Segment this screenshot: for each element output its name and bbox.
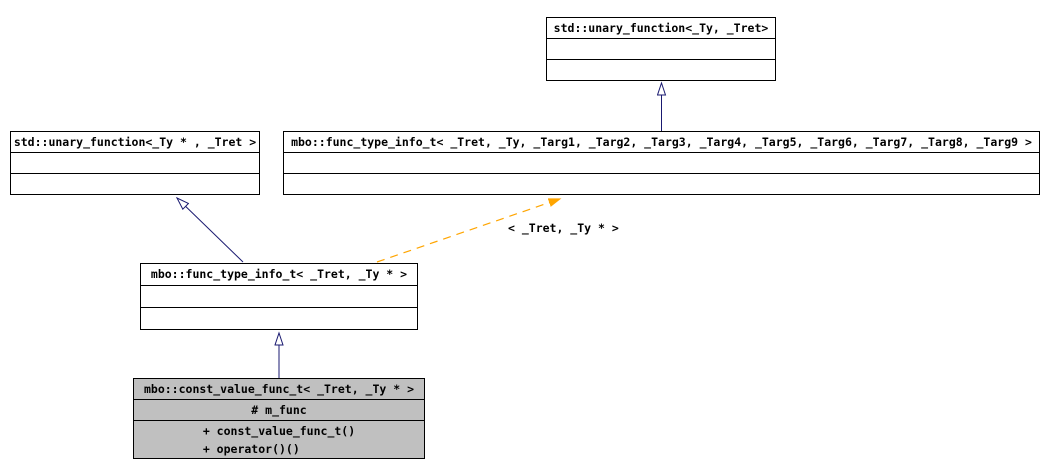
class-node-func-type-info-general[interactable]: mbo::func_type_info_t< _Tret, _Ty, _Targ… <box>283 131 1040 195</box>
attributes-compartment-empty <box>141 285 417 307</box>
methods-compartment-empty <box>284 173 1039 194</box>
class-title: mbo::const_value_func_t< _Tret, _Ty * > <box>143 382 415 396</box>
attributes-compartment-empty <box>11 152 259 173</box>
attributes-compartment-empty <box>547 38 775 59</box>
attribute-m-func: # m_func <box>134 399 424 420</box>
methods-compartment-empty <box>141 307 417 329</box>
class-node-std-unary-function-general[interactable]: std::unary_function<_Ty, _Tret> <box>546 17 776 81</box>
class-title: std::unary_function<_Ty, _Tret> <box>553 21 769 35</box>
method-operator-call: + operator()() <box>202 442 300 456</box>
methods-compartment: + const_value_func_t() + operator()() <box>134 420 424 459</box>
attributes-compartment-empty <box>284 152 1039 173</box>
methods-compartment-empty <box>547 59 775 80</box>
class-title: mbo::func_type_info_t< _Tret, _Ty, _Targ… <box>291 135 1032 149</box>
class-title: std::unary_function<_Ty * , _Tret > <box>13 135 257 149</box>
template-instantiation-arrow <box>376 197 562 263</box>
methods-compartment-empty <box>11 173 259 194</box>
method-constructor: + const_value_func_t() <box>202 424 356 438</box>
class-node-std-unary-function-ptr[interactable]: std::unary_function<_Ty * , _Tret > <box>10 131 260 195</box>
template-instantiation-edge-label: < _Tret, _Ty * > <box>508 221 619 235</box>
class-title: mbo::func_type_info_t< _Tret, _Ty * > <box>150 267 408 281</box>
inheritance-arrow-func-info-special-to-std-unary-ptr <box>177 198 244 263</box>
class-node-const-value-func-current: mbo::const_value_func_t< _Tret, _Ty * > … <box>133 378 425 459</box>
class-node-func-type-info-specialized[interactable]: mbo::func_type_info_t< _Tret, _Ty * > <box>140 263 418 330</box>
